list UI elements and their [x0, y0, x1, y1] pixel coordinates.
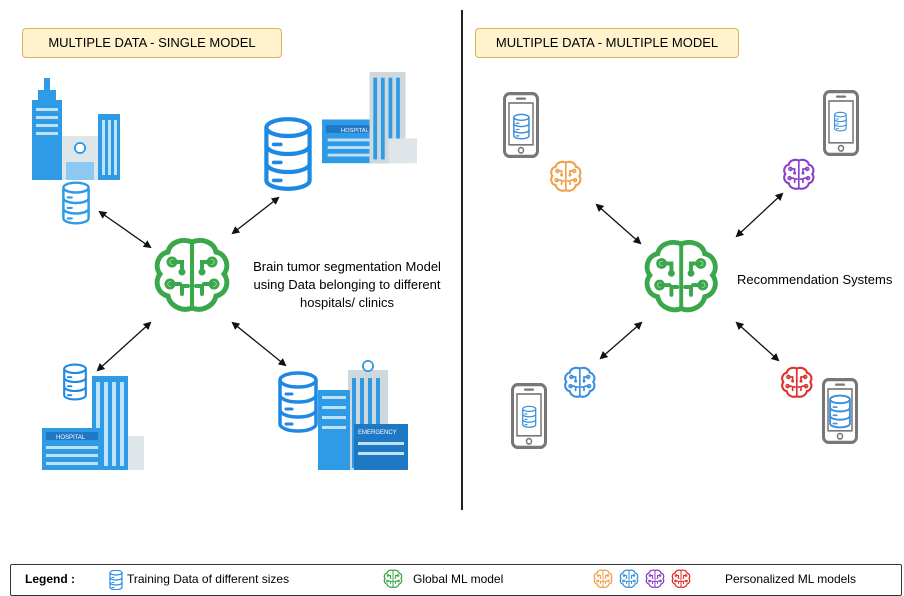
caption-line-1: Brain tumor segmentation Model: [253, 259, 441, 274]
personalized-model-red-icon: [781, 366, 813, 398]
right-model-caption: Recommendation Systems: [737, 272, 893, 287]
global-model-brain-right-icon: [647, 242, 715, 309]
right-arrows: [595, 192, 784, 362]
hospital-bottom-left-icon: HOSPITAL: [42, 376, 144, 470]
svg-text:HOSPITAL: HOSPITAL: [341, 128, 369, 134]
phone-db-bottom-left-icon: [522, 405, 537, 428]
panel-divider: [461, 10, 463, 510]
phone-db-top-left-icon: [513, 113, 530, 140]
caption-line-2: using Data belonging to different: [253, 277, 441, 292]
legend-blue-model-icon: [619, 569, 639, 588]
left-arrows: [96, 196, 287, 372]
legend-global-model-icon: [383, 569, 403, 588]
personalized-model-orange-icon: [550, 160, 582, 192]
personalized-model-purple-icon: [783, 158, 815, 190]
legend-global-model: Global ML model: [413, 572, 504, 586]
svg-text:EMERGENCY: EMERGENCY: [358, 430, 397, 436]
left-model-caption: Brain tumor segmentation Model using Dat…: [236, 258, 458, 312]
legend-heading: Legend :: [25, 572, 75, 586]
caption-line-3: hospitals/ clinics: [300, 295, 394, 310]
left-panel-title: MULTIPLE DATA - SINGLE MODEL: [22, 28, 282, 58]
database-bottom-right-icon: [278, 371, 318, 433]
phone-db-bottom-right-icon: [829, 394, 851, 429]
svg-text:HOSPITAL: HOSPITAL: [56, 435, 86, 441]
database-top-right-icon: [266, 119, 309, 189]
personalized-model-blue-icon: [564, 366, 596, 398]
legend-red-model-icon: [671, 569, 691, 588]
legend-orange-model-icon: [593, 569, 613, 588]
legend-personalized-models: Personalized ML models: [725, 572, 856, 586]
legend-box: Legend : Training Data of different size…: [10, 564, 902, 596]
global-model-brain-icon: [157, 240, 227, 309]
database-top-left-icon: [62, 181, 90, 225]
hospital-top-left-icon: [32, 78, 120, 180]
legend-purple-model-icon: [645, 569, 665, 588]
hospital-bottom-right-icon: EMERGENCY: [318, 360, 408, 470]
legend-training-data: Training Data of different sizes: [127, 572, 290, 586]
database-bottom-left-icon: [63, 363, 87, 401]
right-panel-title: MULTIPLE DATA - MULTIPLE MODEL: [475, 28, 739, 58]
phone-db-top-right-icon: [834, 111, 847, 132]
hospital-top-right-icon: HOSPITAL: [322, 72, 417, 164]
legend-database-icon: [109, 570, 123, 590]
